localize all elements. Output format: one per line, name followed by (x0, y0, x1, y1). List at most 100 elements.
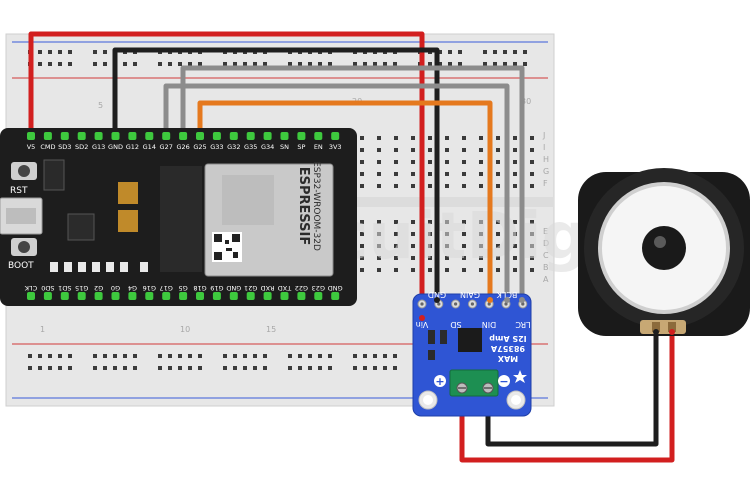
speaker-terminal-block (449, 369, 499, 397)
rail-hole (483, 62, 487, 66)
row-letter: H (543, 155, 549, 164)
breadboard-hole (513, 232, 517, 236)
esp32-pin (162, 292, 171, 300)
rail-hole (308, 354, 312, 358)
rail-hole (158, 354, 162, 358)
rail-hole (363, 366, 367, 370)
amp-pin-labels: Vin GND SD GAIN DIN BCLK LRC (416, 290, 531, 329)
rail-hole (448, 62, 452, 66)
breadboard-hole (394, 136, 398, 140)
rail-hole (133, 62, 137, 66)
rail-hole (38, 62, 42, 66)
breadboard-hole (394, 172, 398, 176)
rail-hole (58, 354, 62, 358)
column-number: 15 (266, 325, 276, 334)
breadboard-hole (394, 184, 398, 188)
module-model: ESP32-WROOM-32D (311, 161, 321, 251)
breadboard-hole (479, 148, 483, 152)
rail-hole (363, 354, 367, 358)
rail-hole (223, 366, 227, 370)
esp32-pin-label: G2 (94, 284, 103, 292)
esp32-pin-label: SD3 (58, 143, 71, 151)
rail-hole (263, 354, 267, 358)
esp32-pin (331, 132, 340, 140)
rail-hole (168, 354, 172, 358)
breadboard-hole (428, 268, 432, 272)
rail-hole (233, 366, 237, 370)
breadboard-hole (513, 172, 517, 176)
esp32-pin (229, 132, 238, 140)
rail-hole (253, 366, 257, 370)
rail-hole (48, 354, 52, 358)
rail-hole (318, 366, 322, 370)
esp32-pin (331, 292, 340, 300)
breadboard-hole (462, 232, 466, 236)
amp-pin-label: DIN (482, 320, 497, 329)
rail-hole (298, 366, 302, 370)
rail-hole (223, 354, 227, 358)
row-letter: C (543, 251, 549, 260)
rail-hole (178, 354, 182, 358)
esp32-pin-label: G34 (261, 143, 274, 151)
esp32-pin-label: G23 (312, 284, 325, 292)
breadboard-hole (394, 148, 398, 152)
esp32-pin-label: G27 (160, 143, 173, 151)
wire-red-power (28, 31, 425, 318)
esp32-pin (196, 292, 204, 300)
esp32-pin-label: G15 (75, 284, 88, 292)
esp32-pin-label: SD2 (75, 143, 88, 151)
rail-hole (288, 354, 292, 358)
esp32-pin (43, 292, 52, 300)
esp32-pin (77, 132, 86, 140)
breadboard-hole (360, 148, 364, 152)
breadboard-hole (496, 256, 500, 260)
breadboard-hole (496, 148, 500, 152)
minus-label: − (499, 375, 508, 388)
rail-hole (103, 366, 107, 370)
amp-pin-label: BCLK (496, 290, 517, 299)
rst-button[interactable] (11, 162, 37, 180)
esp32-pin (179, 132, 188, 140)
row-letter: B (543, 263, 549, 272)
breadboard-hole (513, 268, 517, 272)
esp32-pin (263, 132, 272, 140)
breadboard-hole (462, 136, 466, 140)
breadboard-hole (496, 172, 500, 176)
esp32-pin-label: CMD (40, 143, 55, 151)
breadboard-hole (479, 220, 483, 224)
speaker (578, 168, 750, 336)
breadboard-hole (360, 184, 364, 188)
rail-hole (288, 366, 292, 370)
esp32-pin-label: GND (108, 143, 123, 151)
rail-hole (253, 62, 257, 66)
rail-hole (28, 354, 32, 358)
rail-hole (198, 62, 202, 66)
rail-hole (178, 366, 182, 370)
rail-hole (393, 366, 397, 370)
rail-hole (103, 354, 107, 358)
breadboard-hole (411, 172, 415, 176)
esp32-pin-label: SD0 (41, 284, 54, 292)
esp32-pin-label: G25 (193, 143, 206, 151)
rail-hole (178, 62, 182, 66)
esp32-pin (280, 132, 289, 140)
breadboard-hole (411, 184, 415, 188)
esp32-pin-label: SD1 (58, 284, 71, 292)
rail-hole (243, 366, 247, 370)
rail-hole (28, 366, 32, 370)
plus-marker (434, 375, 446, 387)
breadboard-hole (496, 268, 500, 272)
boot-button[interactable] (11, 238, 37, 256)
plus-label: + (435, 375, 444, 388)
wire-orange-din (197, 100, 493, 300)
rail-hole (288, 62, 292, 66)
wire-gray-lrc (180, 65, 525, 300)
wire-red-speaker (459, 330, 675, 463)
breadboard-hole (496, 220, 500, 224)
amp-title: MAX 98357A I2S Amp (489, 334, 527, 363)
rail-hole (393, 62, 397, 66)
rail-hole (223, 62, 227, 66)
rail-hole (393, 354, 397, 358)
breadboard-hole (530, 232, 534, 236)
rail-hole (113, 354, 117, 358)
